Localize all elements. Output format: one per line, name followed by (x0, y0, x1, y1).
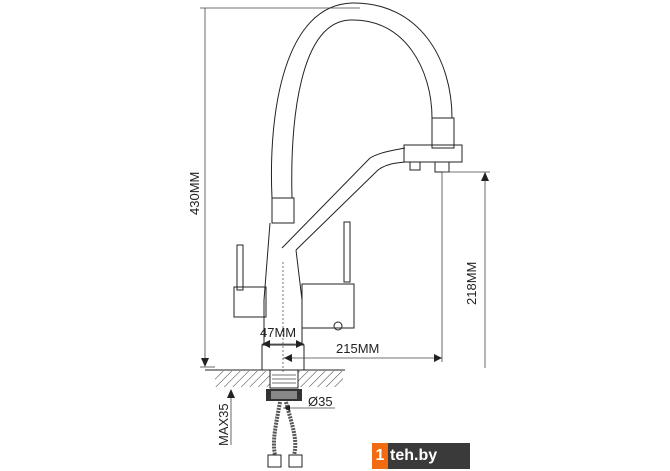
spout-reach-dimension: 215MM (283, 172, 443, 362)
spout-height-label: 218MM (464, 262, 479, 305)
countertop (205, 369, 345, 401)
base-width-dimension: 47MM (260, 325, 304, 348)
counter-thickness-label: MAX35 (216, 403, 231, 446)
base-width-label: 47MM (260, 325, 296, 340)
spout-height-dimension: 218MM (442, 171, 490, 368)
total-height-dimension: 430MM (187, 7, 360, 368)
total-height-label: 430MM (187, 172, 202, 215)
counter-thickness-dimension: MAX35 (216, 389, 235, 446)
watermark-mark: 1 (372, 443, 388, 469)
supply-hoses (267, 401, 303, 468)
hole-diameter-label: Ø35 (308, 394, 333, 409)
spout-reach-label: 215MM (336, 341, 379, 356)
watermark-text: teh.by (390, 447, 438, 464)
hole-diameter-dimension: Ø35 (283, 394, 335, 411)
watermark-logo: 1 teh.by (372, 443, 470, 469)
faucet-drawing (233, 2, 463, 372)
